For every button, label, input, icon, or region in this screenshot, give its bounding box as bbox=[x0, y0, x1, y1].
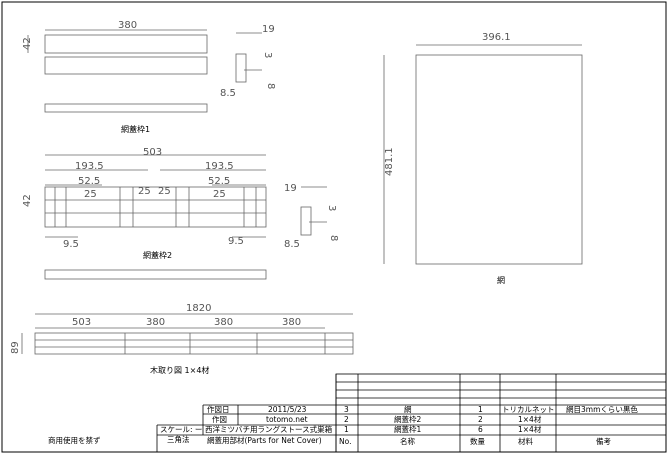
row-3-no: 3 bbox=[344, 405, 349, 414]
row-1-no: 1 bbox=[344, 425, 349, 434]
row-2-qty: 2 bbox=[478, 415, 483, 424]
part1-width: 19 bbox=[262, 24, 275, 35]
part2-groove: 3 bbox=[326, 205, 337, 211]
row-3-material: トリカルネット bbox=[502, 405, 555, 414]
layout-seg-3: 380 bbox=[214, 317, 233, 328]
part2-sub-left: 52.5 bbox=[78, 176, 100, 187]
part2-gap-4: 25 bbox=[213, 189, 226, 200]
part2-half-left: 193.5 bbox=[75, 161, 104, 172]
part2-label: 網蓋枠2 bbox=[143, 250, 172, 260]
part1-height: 42 bbox=[22, 37, 33, 50]
author-label: 作図 bbox=[212, 414, 227, 424]
part1-label: 網蓋枠1 bbox=[121, 124, 150, 134]
net-height: 481.1 bbox=[384, 147, 395, 176]
part2-height: 42 bbox=[22, 194, 33, 207]
header-name: 名称 bbox=[400, 436, 415, 446]
parts-title: 網蓋用部材(Parts for Net Cover) bbox=[207, 435, 322, 445]
net-label: 網 bbox=[497, 275, 505, 285]
part2-half-right: 193.5 bbox=[205, 161, 234, 172]
layout-label: 木取り図 1×4材 bbox=[150, 365, 209, 375]
header-qty: 数量 bbox=[470, 436, 485, 446]
layout-seg-4: 380 bbox=[282, 317, 301, 328]
row-3-note: 網目3mmくらい黒色 bbox=[566, 404, 638, 414]
part2-edge-right: 9.5 bbox=[228, 236, 244, 247]
part2-length: 503 bbox=[143, 147, 162, 158]
layout-height: 89 bbox=[10, 341, 21, 354]
row-2-material: 1×4材 bbox=[518, 414, 542, 424]
date-value: 2011/5/23 bbox=[268, 405, 307, 414]
header-material: 材料 bbox=[518, 436, 533, 446]
part2-width: 19 bbox=[284, 183, 297, 194]
layout-seg-2: 380 bbox=[146, 317, 165, 328]
row-3-name: 網 bbox=[404, 404, 412, 414]
part2-gap-3: 25 bbox=[158, 186, 171, 197]
date-label: 作図日 bbox=[207, 404, 230, 414]
part2-edge-left: 9.5 bbox=[63, 239, 79, 250]
layout-total: 1820 bbox=[186, 303, 211, 314]
row-1-qty: 6 bbox=[478, 425, 483, 434]
part2-offset: 8.5 bbox=[284, 239, 300, 250]
part2-drawing bbox=[44, 154, 327, 280]
row-1-material: 1×4材 bbox=[518, 424, 542, 434]
part1-depth: 8 bbox=[265, 83, 276, 89]
header-note: 備考 bbox=[596, 436, 611, 446]
row-3-qty: 1 bbox=[478, 405, 483, 414]
row-1-name: 網蓋枠1 bbox=[394, 424, 421, 434]
row-2-name: 網蓋枠2 bbox=[394, 414, 421, 424]
part1-offset: 8.5 bbox=[220, 88, 236, 99]
projection: 三角法 bbox=[167, 434, 190, 444]
part1-drawing bbox=[27, 29, 262, 113]
author-value: totomo.net bbox=[266, 415, 308, 424]
row-2-no: 2 bbox=[344, 415, 349, 424]
scale-value: 西洋ミツバチ用ラングストース式巣箱 bbox=[205, 424, 333, 434]
part2-depth: 8 bbox=[328, 235, 339, 241]
header-no: No. bbox=[339, 437, 351, 446]
part1-groove: 3 bbox=[262, 52, 273, 58]
part2-gap-1: 25 bbox=[84, 189, 97, 200]
commercial-notice: 商用使用を禁ず bbox=[48, 435, 101, 445]
layout-seg-1: 503 bbox=[72, 317, 91, 328]
title-block-grid bbox=[156, 373, 667, 453]
part1-length: 380 bbox=[118, 20, 137, 31]
net-drawing bbox=[383, 44, 583, 265]
scale-label: スケール: ー bbox=[160, 425, 202, 434]
part2-sub-right: 52.5 bbox=[208, 176, 230, 187]
layout-drawing bbox=[21, 313, 354, 355]
part2-gap-2: 25 bbox=[138, 186, 151, 197]
net-width: 396.1 bbox=[482, 32, 511, 43]
